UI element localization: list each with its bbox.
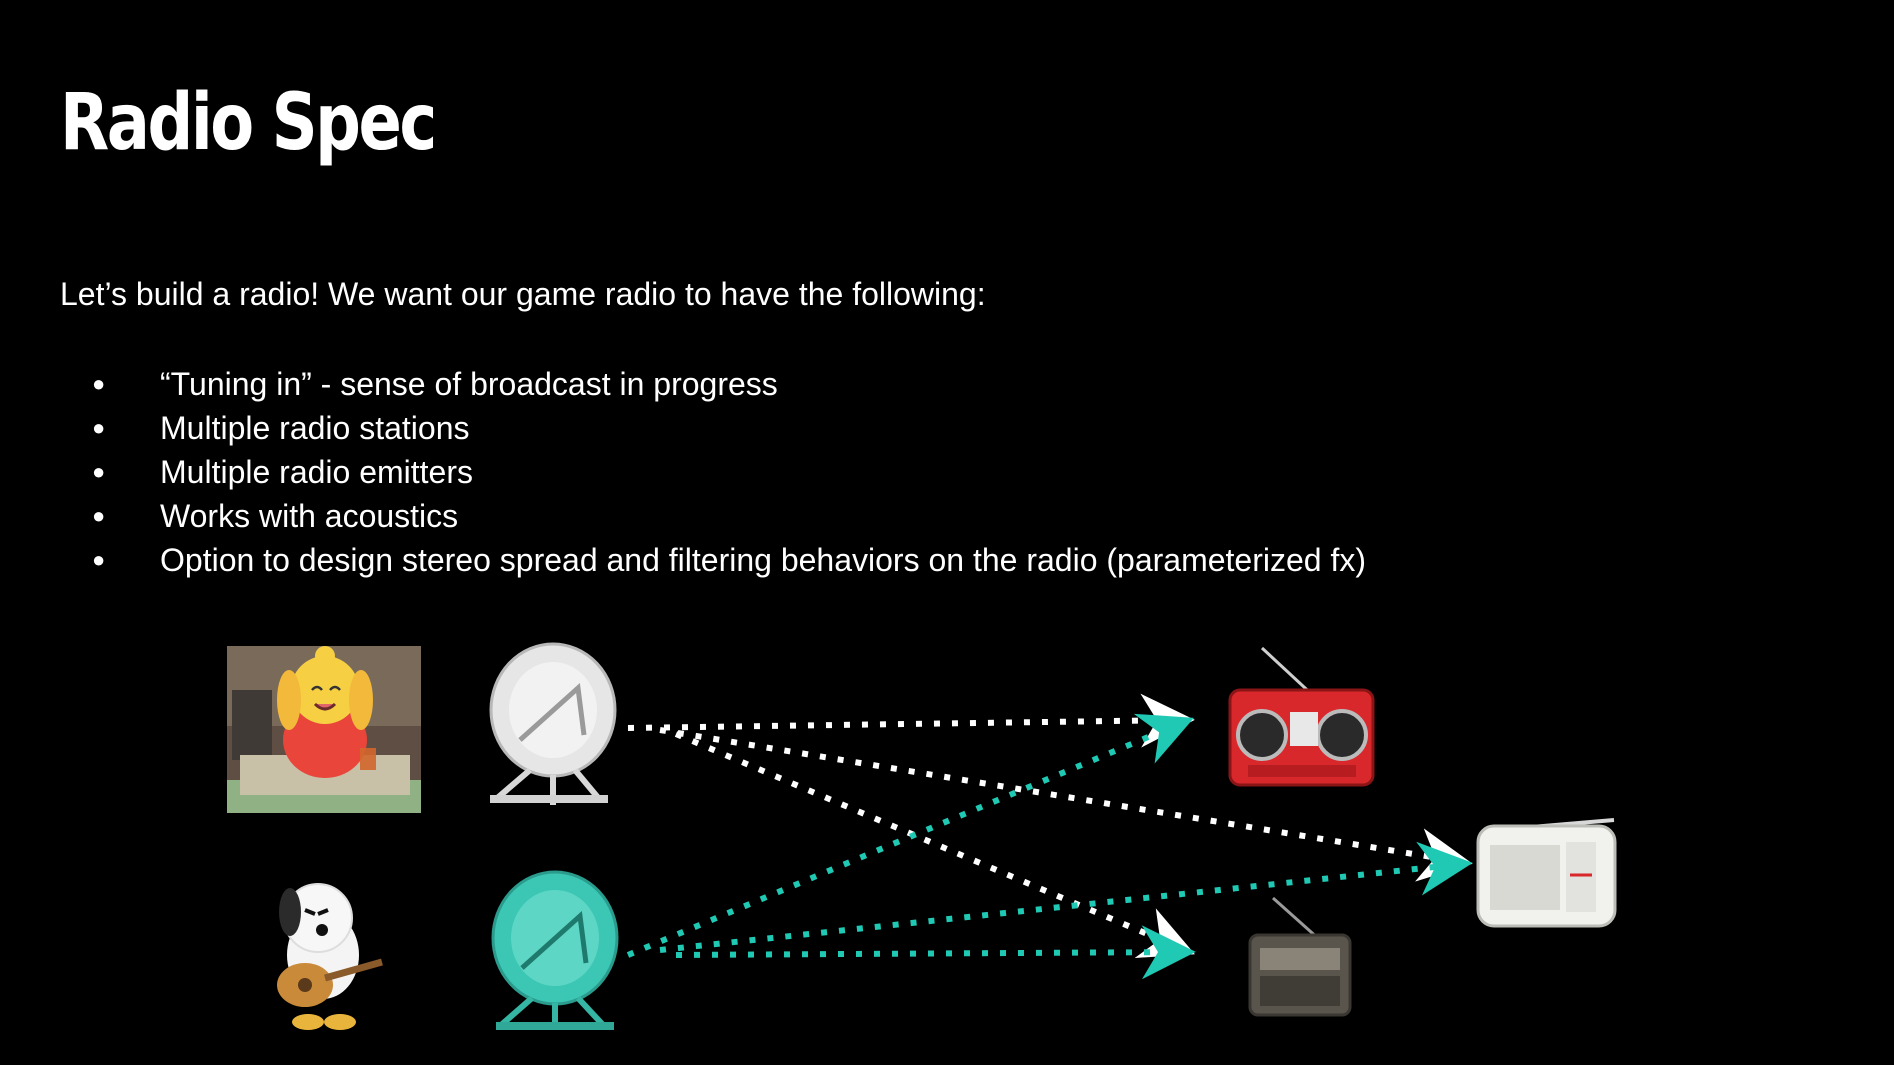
bullet-text: “Tuning in” - sense of broadcast in prog… xyxy=(160,365,778,402)
vintage-radio-icon xyxy=(1248,896,1352,1017)
bullet-icon: ● xyxy=(92,547,106,572)
list-item: ● Multiple radio emitters xyxy=(88,450,1366,494)
dog-host-at-desk-icon xyxy=(227,646,421,813)
slide-title: Radio Spec xyxy=(60,78,437,168)
signal-link-station1-brown-radio xyxy=(674,731,1195,958)
feature-list: ● “Tuning in” - sense of broadcast in pro… xyxy=(88,362,1366,582)
bullet-text: Option to design stereo spread and filte… xyxy=(160,541,1367,578)
bullet-icon: ● xyxy=(92,459,106,484)
signal-link-station2-red-boombox xyxy=(626,713,1194,958)
bullet-text: Multiple radio stations xyxy=(160,409,470,446)
intro-text: Let’s build a radio! We want our game ra… xyxy=(60,276,986,312)
list-item: ● Multiple radio stations xyxy=(88,406,1366,450)
bullet-text: Works with acoustics xyxy=(160,497,459,534)
list-item: ● Works with acoustics xyxy=(88,494,1366,538)
list-item: ● “Tuning in” - sense of broadcast in pro… xyxy=(88,362,1366,406)
list-item: ● Option to design stereo spread and filt… xyxy=(88,538,1366,582)
signal-links xyxy=(626,693,1473,980)
bullet-icon: ● xyxy=(92,371,106,396)
satellite-dish-icon xyxy=(489,642,617,805)
boombox-icon xyxy=(1228,646,1375,787)
signal-link-station1-red-boombox xyxy=(627,693,1195,748)
bullet-text: Multiple radio emitters xyxy=(160,453,473,490)
portable-radio-icon xyxy=(1476,818,1617,928)
bullet-icon: ● xyxy=(92,503,106,528)
signal-link-station2-brown-radio xyxy=(675,925,1196,980)
dog-guitarist-icon xyxy=(277,883,383,1030)
satellite-dish-icon xyxy=(491,870,619,1030)
bullet-icon: ● xyxy=(92,415,106,440)
